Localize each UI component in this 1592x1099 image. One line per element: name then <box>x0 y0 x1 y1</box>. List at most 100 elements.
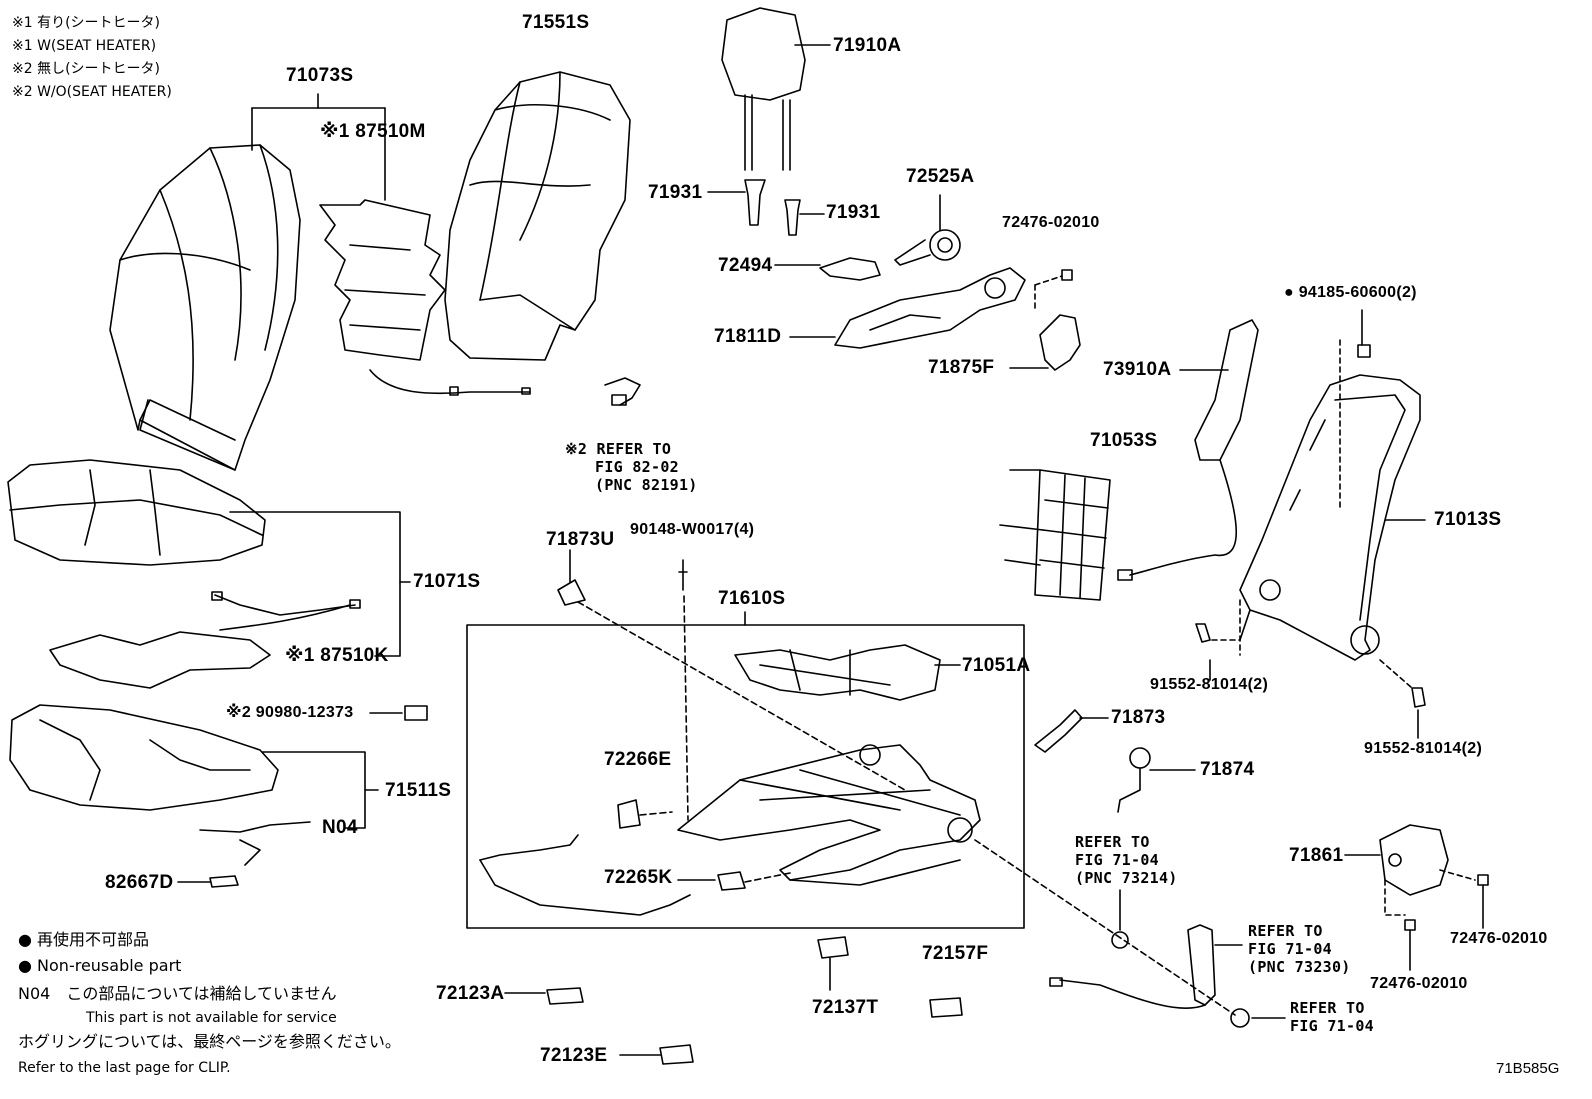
seatback-heater-drawing <box>319 199 531 396</box>
nut-drawing <box>1357 344 1371 358</box>
handle-drawing <box>1117 747 1196 813</box>
harness-connector-drawing <box>604 377 641 406</box>
part-72476-02010-right[interactable]: 72476-02010 <box>1450 930 1548 947</box>
wire-rod-drawing <box>479 834 579 861</box>
bolt-drawing <box>1061 269 1073 281</box>
part-71610S[interactable]: 71610S <box>718 588 786 609</box>
legend-clip-en: Refer to the last page for CLIP. <box>18 1060 231 1076</box>
note-heater-jp-2: ※2 無し(シートヒータ) <box>12 61 161 77</box>
refer-fig-71-04[interactable]: REFER TO FIG 71-04 <box>1290 999 1374 1035</box>
part-N04[interactable]: N04 <box>322 817 358 838</box>
part-71071S[interactable]: 71071S <box>413 571 481 592</box>
seatback-upholstery-drawing <box>444 71 631 361</box>
clip-drawing <box>504 936 963 1065</box>
legend-n04-en: This part is not available for service <box>86 1010 337 1026</box>
part-71511S[interactable]: 71511S <box>385 780 452 801</box>
seat-track-frame-drawing <box>677 744 981 886</box>
part-72157F[interactable]: 72157F <box>922 943 989 964</box>
part-71910A[interactable]: 71910A <box>833 35 902 56</box>
part-91552-81014-left[interactable]: 91552-81014(2) <box>1150 676 1269 693</box>
nut-belt-drawing <box>1230 1008 1250 1028</box>
part-72525A[interactable]: 72525A <box>906 166 975 187</box>
part-82667D[interactable]: 82667D <box>105 872 174 893</box>
refer-line-3: (PNC 73230) <box>1248 958 1351 976</box>
part-90148-W0017[interactable]: 90148-W0017(4) <box>630 521 755 538</box>
part-71051A[interactable]: 71051A <box>962 655 1031 676</box>
refer-line-1: REFER TO <box>1248 922 1323 940</box>
refer-line-2: FIG 71-04 <box>1075 851 1159 869</box>
bracket-wire-drawing <box>1034 709 1083 753</box>
legend-n04-jp: N04 この部品については補給していません <box>18 984 337 1003</box>
part-71811D[interactable]: 71811D <box>714 326 782 347</box>
recliner-lever-drawing <box>894 194 961 266</box>
part-71053S[interactable]: 71053S <box>1090 430 1158 451</box>
part-71073S[interactable]: 71073S <box>286 65 354 86</box>
bolt-left-drawing <box>1195 623 1211 643</box>
note-heater-jp-1: ※1 有り(シートヒータ) <box>12 15 161 31</box>
hinge-cover-drawing <box>819 257 881 281</box>
part-71873U[interactable]: 71873U <box>546 529 615 550</box>
part-72123E[interactable]: 72123E <box>540 1045 608 1066</box>
part-87510M[interactable]: ※1 87510M <box>320 121 426 142</box>
refer-line-2: FIG 71-04 <box>1248 940 1332 958</box>
part-71874[interactable]: 71874 <box>1200 759 1255 780</box>
refer-fig-82-02[interactable]: ※2 REFER TO FIG 82-02 (PNC 82191) <box>565 440 698 494</box>
refer-line-1: ※2 REFER TO <box>565 440 672 458</box>
side-shield-drawing <box>834 267 1026 349</box>
seatback-spring-drawing <box>999 469 1111 601</box>
part-94185-60600[interactable]: ● 94185-60600(2) <box>1284 284 1417 301</box>
refer-line-2: FIG 82-02 <box>595 458 679 476</box>
part-73910A[interactable]: 73910A <box>1103 359 1172 380</box>
part-71861[interactable]: 71861 <box>1289 845 1344 866</box>
refer-fig-71-04-pnc-73214[interactable]: REFER TO FIG 71-04 (PNC 73214) <box>1075 833 1178 887</box>
part-72476-02010-bottom[interactable]: 72476-02010 <box>1370 975 1468 992</box>
cushion-cover-drawing <box>7 459 266 566</box>
part-72476-02010-top[interactable]: 72476-02010 <box>1002 214 1100 231</box>
refer-line-3: (PNC 82191) <box>595 476 698 494</box>
part-72266E[interactable]: 72266E <box>604 749 672 770</box>
side-cover-drawing <box>1379 824 1449 896</box>
part-72494[interactable]: 72494 <box>718 255 773 276</box>
cover-small-drawing <box>717 871 746 891</box>
part-71931-right[interactable]: 71931 <box>826 202 881 223</box>
refer-line-3: (PNC 73214) <box>1075 869 1178 887</box>
refer-line-1: REFER TO <box>1075 833 1150 851</box>
refer-line-1: REFER TO <box>1290 999 1365 1017</box>
seatback-frame-drawing <box>1239 374 1426 661</box>
legend-non-reusable-jp: ● 再使用不可部品 <box>18 930 150 949</box>
part-71931-left[interactable]: 71931 <box>648 182 703 203</box>
connector-drawing <box>404 705 428 721</box>
part-71873[interactable]: 71873 <box>1111 707 1166 728</box>
part-71551S[interactable]: 71551S <box>522 12 590 33</box>
part-72123A[interactable]: 72123A <box>436 983 505 1004</box>
part-90980-12373[interactable]: ※2 90980-12373 <box>226 704 354 721</box>
part-71013S[interactable]: 71013S <box>1434 509 1502 530</box>
figure-code: 71B585G <box>1496 1060 1560 1077</box>
part-87510K[interactable]: ※1 87510K <box>285 645 389 666</box>
legend-clip-jp: ホグリングについては、最終ページを参照ください。 <box>18 1032 401 1051</box>
note-heater-en-2: ※2 W/O(SEAT HEATER) <box>12 84 172 100</box>
part-71875F[interactable]: 71875F <box>928 357 995 378</box>
legend-non-reusable-en: ● Non-reusable part <box>18 956 182 975</box>
part-72137T[interactable]: 72137T <box>812 997 879 1018</box>
cushion-spring-drawing <box>734 644 941 701</box>
refer-fig-71-04-pnc-73230[interactable]: REFER TO FIG 71-04 (PNC 73230) <box>1248 922 1351 976</box>
part-91552-81014-right[interactable]: 91552-81014(2) <box>1364 740 1483 757</box>
bracket-drawing <box>1039 314 1081 371</box>
part-72265K[interactable]: 72265K <box>604 867 673 888</box>
headrest-guide-drawing <box>707 179 825 236</box>
note-heater-en-1: ※1 W(SEAT HEATER) <box>12 38 157 54</box>
bolt-right-drawing <box>1411 687 1426 708</box>
refer-line-2: FIG 71-04 <box>1290 1017 1374 1035</box>
washer-drawing <box>1111 931 1129 949</box>
cushion-pad-drawing <box>9 704 279 811</box>
side-airbag-drawing <box>1117 319 1259 581</box>
seatback-cover-drawing <box>109 144 301 471</box>
motor-cover-drawing <box>617 799 641 829</box>
seatbelt-buckle-drawing <box>1049 924 1216 1009</box>
headrest-drawing <box>721 7 831 171</box>
cushion-heater-drawing <box>49 591 361 689</box>
bracket-small-drawing <box>557 579 586 606</box>
